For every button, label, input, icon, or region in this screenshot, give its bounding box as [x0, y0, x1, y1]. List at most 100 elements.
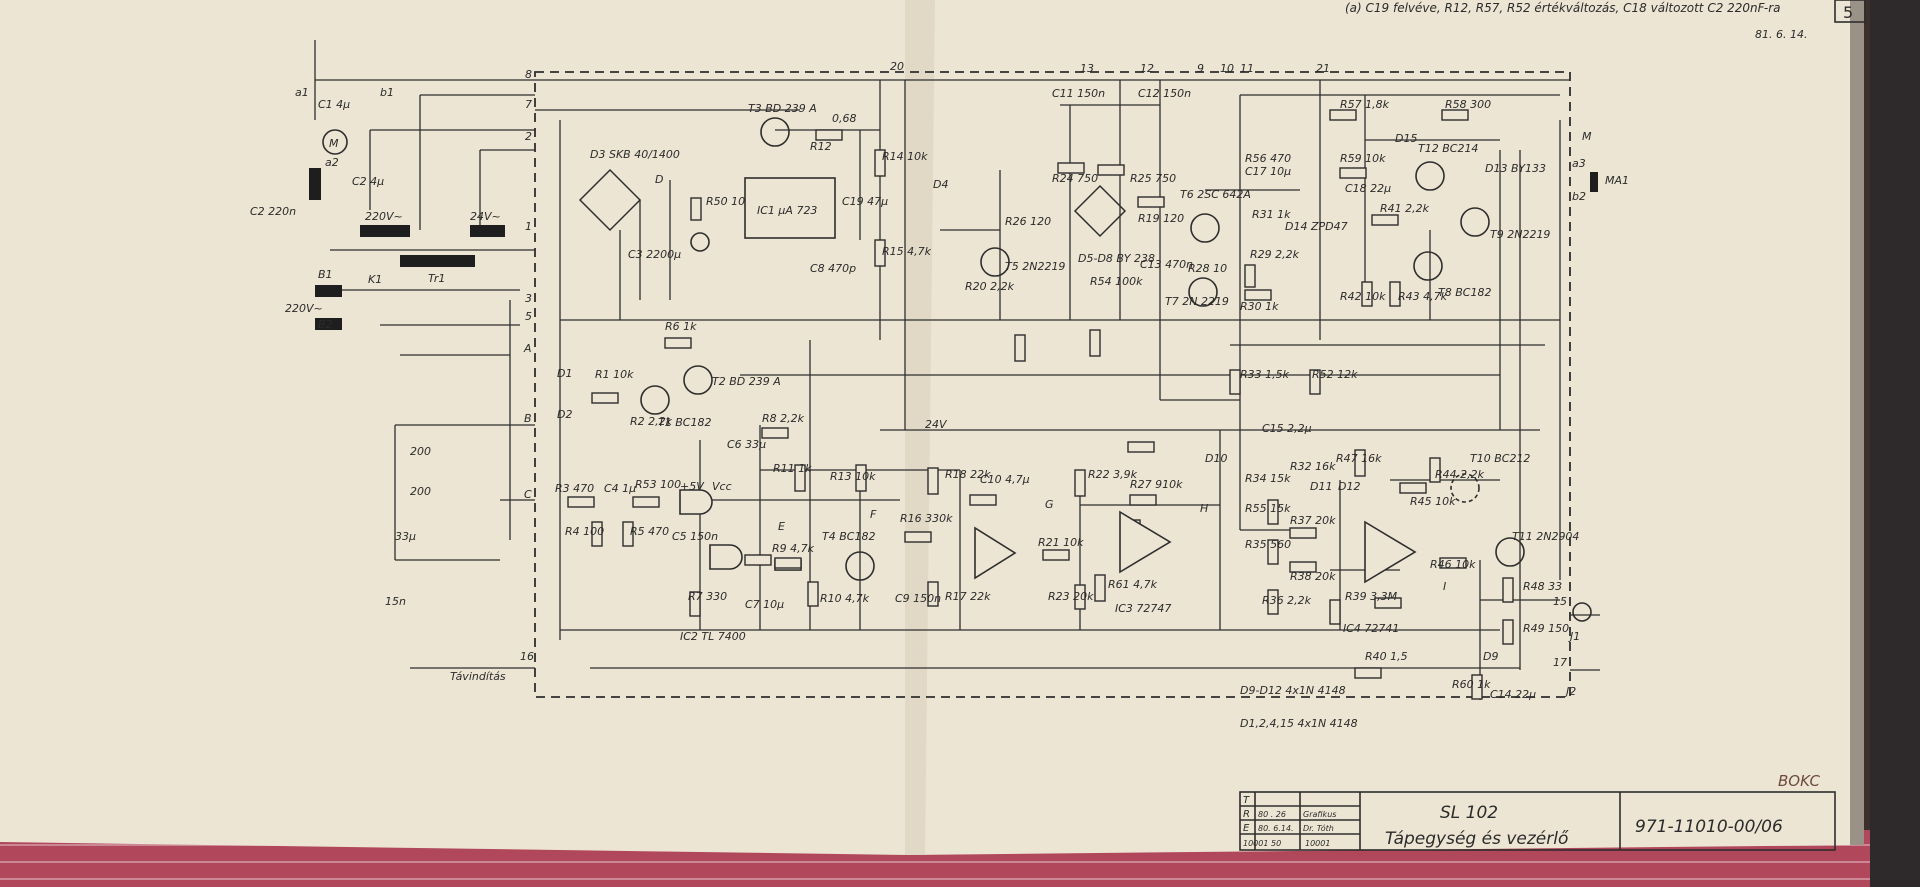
component-r53: R53 100 [635, 478, 681, 491]
component-c15n: 15n [385, 595, 406, 608]
component-c9: C9 150n [895, 592, 941, 605]
component-r59: R59 10k [1340, 152, 1386, 165]
component-r38: R38 20k [1290, 570, 1336, 583]
node-12: 12 [1140, 62, 1154, 75]
node-B: B [524, 412, 532, 425]
component-t12: T12 BC214 [1418, 142, 1478, 155]
component-d11: D11 [1310, 480, 1332, 493]
component-c3: C3 2200μ [628, 248, 681, 261]
tp-D: D [655, 173, 663, 186]
component-r61: R61 4,7k [1108, 578, 1158, 591]
component-r15: R15 4,7k [882, 245, 932, 258]
component-r13: R13 10k [830, 470, 876, 483]
node-3: 3 [525, 292, 532, 305]
node-8: 8 [525, 68, 532, 81]
component-c5: C5 150n [672, 530, 718, 543]
component-r31: R31 1k [1252, 208, 1291, 221]
component-r45: R45 10k [1410, 495, 1456, 508]
component-ic2: IC2 TL 7400 [680, 630, 746, 643]
node-1: 1 [525, 220, 532, 233]
node-21: 21 [1316, 62, 1330, 75]
component-r17: R17 22k [945, 590, 991, 603]
component-r10: R10 4,7k [820, 592, 870, 605]
component-r25: R25 750 [1130, 172, 1176, 185]
component-c4: C4 1μ [604, 482, 636, 495]
component-t10: T10 BC212 [1470, 452, 1530, 465]
component-r30: R30 1k [1240, 300, 1279, 313]
revision-note: (a) C19 felvéve, R12, R57, R52 értékvált… [1345, 1, 1781, 15]
node-16: 16 [520, 650, 534, 663]
secondary-label: 24V~ [470, 210, 501, 223]
node-10: 10 [1220, 62, 1234, 75]
note-d9-d12: D9-D12 4x1N 4148 [1240, 684, 1346, 697]
component-r22: R22 3,9k [1088, 468, 1138, 481]
component-r48: R48 33 [1523, 580, 1562, 593]
node-C: C [524, 488, 532, 501]
component-r49: R49 150 [1523, 622, 1569, 635]
component-d12: D12 [1338, 480, 1360, 493]
component-d3: D3 SKB 40/1400 [590, 148, 680, 161]
component-r29: R29 2,2k [1250, 248, 1300, 261]
component-r200a: 200 [410, 445, 431, 458]
component-c33: 33μ [395, 530, 416, 543]
tp-G: G [1045, 498, 1054, 511]
conn-a3: a3 [1572, 157, 1586, 170]
component-c8: C8 470p [810, 262, 856, 275]
component-m1: M [329, 137, 339, 150]
component-r54: R54 100k [1090, 275, 1143, 288]
component-c14: C14 22μ [1490, 688, 1536, 701]
node-2: 2 [525, 130, 532, 143]
motor-ma1: MA1 [1605, 174, 1629, 187]
component-c19: C19 47μ [842, 195, 888, 208]
component-r36: R36 2,2k [1262, 594, 1312, 607]
component-c11: C11 150n [1052, 87, 1105, 100]
component-c10: C10 4,7μ [980, 473, 1030, 486]
node-7: 7 [525, 98, 532, 111]
component-d13: D13 BY133 [1485, 162, 1546, 175]
component-t7: T7 2N 2219 [1165, 295, 1229, 308]
component-c17: C17 10μ [1245, 165, 1291, 178]
conn-M: M [1582, 130, 1592, 143]
component-r7: R7 330 [688, 590, 727, 603]
tp-H: H [1200, 502, 1208, 515]
component-d10: D10 [1205, 452, 1227, 465]
component-r12v: 0,68 [832, 112, 857, 125]
node-A: A [523, 342, 532, 355]
component-r24: R24 750 [1052, 172, 1098, 185]
vcc-label: Vcc [712, 480, 732, 493]
title-row-e-code: E [1243, 823, 1250, 834]
component-ic1: IC1 μA 723 [757, 204, 817, 217]
node-9: 9 [1197, 62, 1204, 75]
component-r200b: 200 [410, 485, 431, 498]
jack-j1: J1 [1568, 630, 1580, 643]
component-r6: R6 1k [665, 320, 697, 333]
component-t6: T6 2SC 642A [1180, 188, 1251, 201]
component-r9: R9 4,7k [772, 542, 815, 555]
v24-label: 24V [925, 418, 948, 431]
component-c2b: C2 220n [250, 205, 296, 218]
component-r23: R23 20k [1048, 590, 1094, 603]
component-r21: R21 10k [1038, 536, 1084, 549]
component-r28: R28 10 [1188, 262, 1227, 275]
node-15: 15 [1553, 595, 1567, 608]
node-5: 5 [525, 310, 532, 323]
component-r14: R14 10k [882, 150, 928, 163]
title-footer-right: 10001 [1305, 839, 1330, 848]
component-r4: R4 100 [565, 525, 604, 538]
component-r44: R44 2,2k [1435, 468, 1485, 481]
component-r2: R2 2,2k [630, 415, 673, 428]
transformer-label: Tr1 [428, 272, 445, 285]
component-r52: R52 12k [1312, 368, 1358, 381]
component-r56: R56 470 [1245, 152, 1291, 165]
component-r58: R58 300 [1445, 98, 1491, 111]
component-r55: R55 15k [1245, 502, 1291, 515]
component-c7: C7 10μ [745, 598, 784, 611]
component-c15: C15 2,2μ [1262, 422, 1312, 435]
component-d4: D4 [933, 178, 948, 191]
component-r47: R47 16k [1336, 452, 1382, 465]
conn-a2: a2 [325, 156, 339, 169]
component-b2: B2 [318, 318, 333, 331]
v5-label: +5V [680, 480, 705, 493]
component-c6: C6 33μ [727, 438, 766, 451]
